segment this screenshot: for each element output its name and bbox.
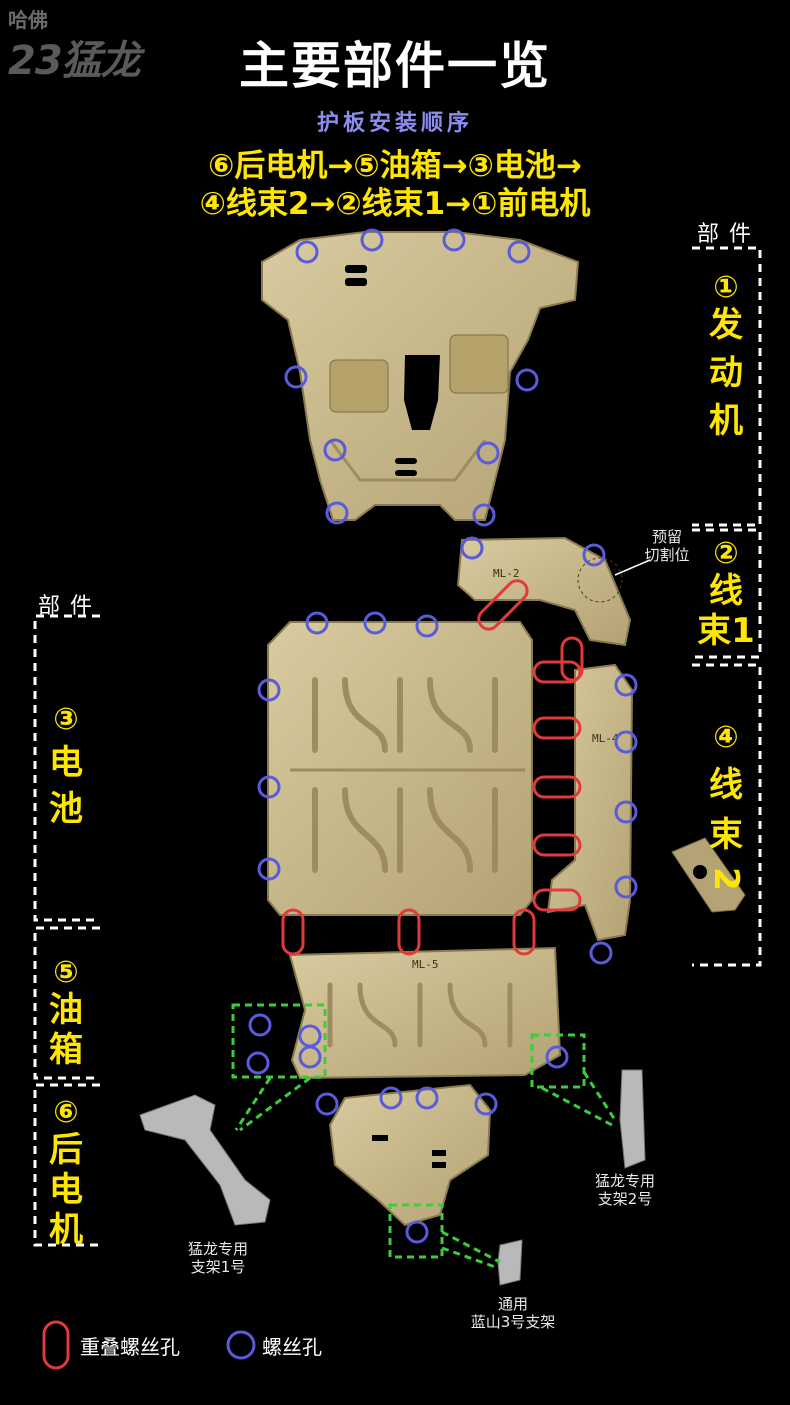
fuel-tank-skid-plate — [288, 946, 562, 1080]
bracket3-line-2: 蓝山3号支架 — [470, 1313, 556, 1331]
harness2-char-3: 2 — [706, 867, 746, 891]
engine-char-1: 发 — [709, 305, 743, 345]
harness2-char-2: 束 — [709, 815, 743, 855]
bracket2-line-2: 支架2号 — [597, 1190, 653, 1208]
bracket1-line-1: 猛龙专用 — [187, 1240, 248, 1258]
tank-char-2: 箱 — [49, 1030, 83, 1070]
harness2-char-1: 线 — [709, 765, 743, 805]
section-engine: ① 发 动 机 — [692, 270, 760, 441]
tank-number: ⑤ — [53, 955, 79, 990]
section-harness2: ④ 线 束 2 — [692, 720, 760, 899]
rear-motor-number: ⑥ — [53, 1095, 79, 1130]
precut-line-2: 切割位 — [644, 546, 690, 564]
right-section-header: 部件 — [697, 222, 762, 247]
battery-number: ③ — [53, 702, 79, 737]
harness1-skid-plate — [456, 536, 632, 647]
rear-motor-skid-plate — [328, 1083, 492, 1227]
overlap-screw-holes — [281, 579, 584, 956]
precut-note: 预留 切割位 — [632, 528, 702, 564]
bracket2-label: 猛龙专用 支架2号 — [585, 1172, 665, 1208]
bracket-1 — [139, 1094, 271, 1226]
rear-motor-char-3: 机 — [49, 1210, 83, 1250]
harness1-char-2: 束1 — [697, 611, 755, 651]
harness2-skid-plate — [546, 663, 634, 942]
screw-holes — [246, 228, 638, 1244]
legend-overlap-shape — [42, 1320, 70, 1370]
bracket1-label: 猛龙专用 支架1号 — [178, 1240, 258, 1276]
brand-model: 23猛龙 — [8, 38, 141, 84]
left-section-header: 部件 — [38, 594, 103, 619]
install-order-subtitle: 护板安装顺序 — [316, 111, 473, 136]
battery-char-2: 池 — [49, 789, 83, 829]
rear-motor-char-2: 电 — [49, 1170, 83, 1210]
harness1-number: ② — [713, 536, 739, 571]
bracket-3 — [497, 1239, 523, 1286]
harness2-number: ④ — [713, 720, 739, 755]
plate-ml4-label: ML-4 — [592, 732, 619, 745]
bracket-callouts — [231, 1003, 617, 1270]
section-harness1: ② 线 束1 — [692, 536, 760, 651]
legend-overlap-label: 重叠螺丝孔 — [80, 1335, 180, 1359]
section-fuel-tank: ⑤ 油 箱 — [35, 955, 97, 1070]
legend-screw-shape — [226, 1330, 256, 1360]
engine-char-2: 动 — [709, 353, 743, 393]
section-rear-motor: ⑥ 后 电 机 — [35, 1095, 97, 1250]
bracket2-line-1: 猛龙专用 — [594, 1172, 655, 1190]
install-sequence-line-1: ⑥后电机→⑤油箱→③电池→ — [208, 148, 582, 184]
engine-skid-plate — [261, 231, 580, 521]
page-title: 主要部件一览 — [239, 37, 551, 95]
section-frames — [33, 246, 762, 1247]
harness1-char-1: 线 — [709, 571, 743, 611]
bracket3-label: 通用 蓝山3号支架 — [468, 1295, 558, 1331]
bracket-2 — [619, 1069, 646, 1169]
engine-number: ① — [713, 270, 739, 305]
plate-ml2-label: ML-2 — [493, 567, 520, 580]
plate-ml5-label: ML-5 — [412, 958, 439, 971]
precut-line-1: 预留 — [651, 528, 682, 546]
engine-char-3: 机 — [709, 401, 743, 441]
battery-char-1: 电 — [49, 743, 83, 783]
battery-skid-plate — [267, 621, 533, 916]
legend-screw-label: 螺丝孔 — [262, 1335, 322, 1359]
bracket1-line-2: 支架1号 — [190, 1258, 246, 1276]
brand-name: 哈佛 — [8, 8, 48, 32]
rear-motor-char-1: 后 — [49, 1130, 83, 1170]
install-sequence-line-2: ④线束2→②线束1→①前电机 — [199, 186, 591, 222]
section-battery: ③ 电 池 — [35, 702, 97, 829]
harness2-bracket — [671, 837, 746, 913]
bracket3-line-1: 通用 — [497, 1295, 528, 1313]
tank-char-1: 油 — [49, 990, 83, 1030]
